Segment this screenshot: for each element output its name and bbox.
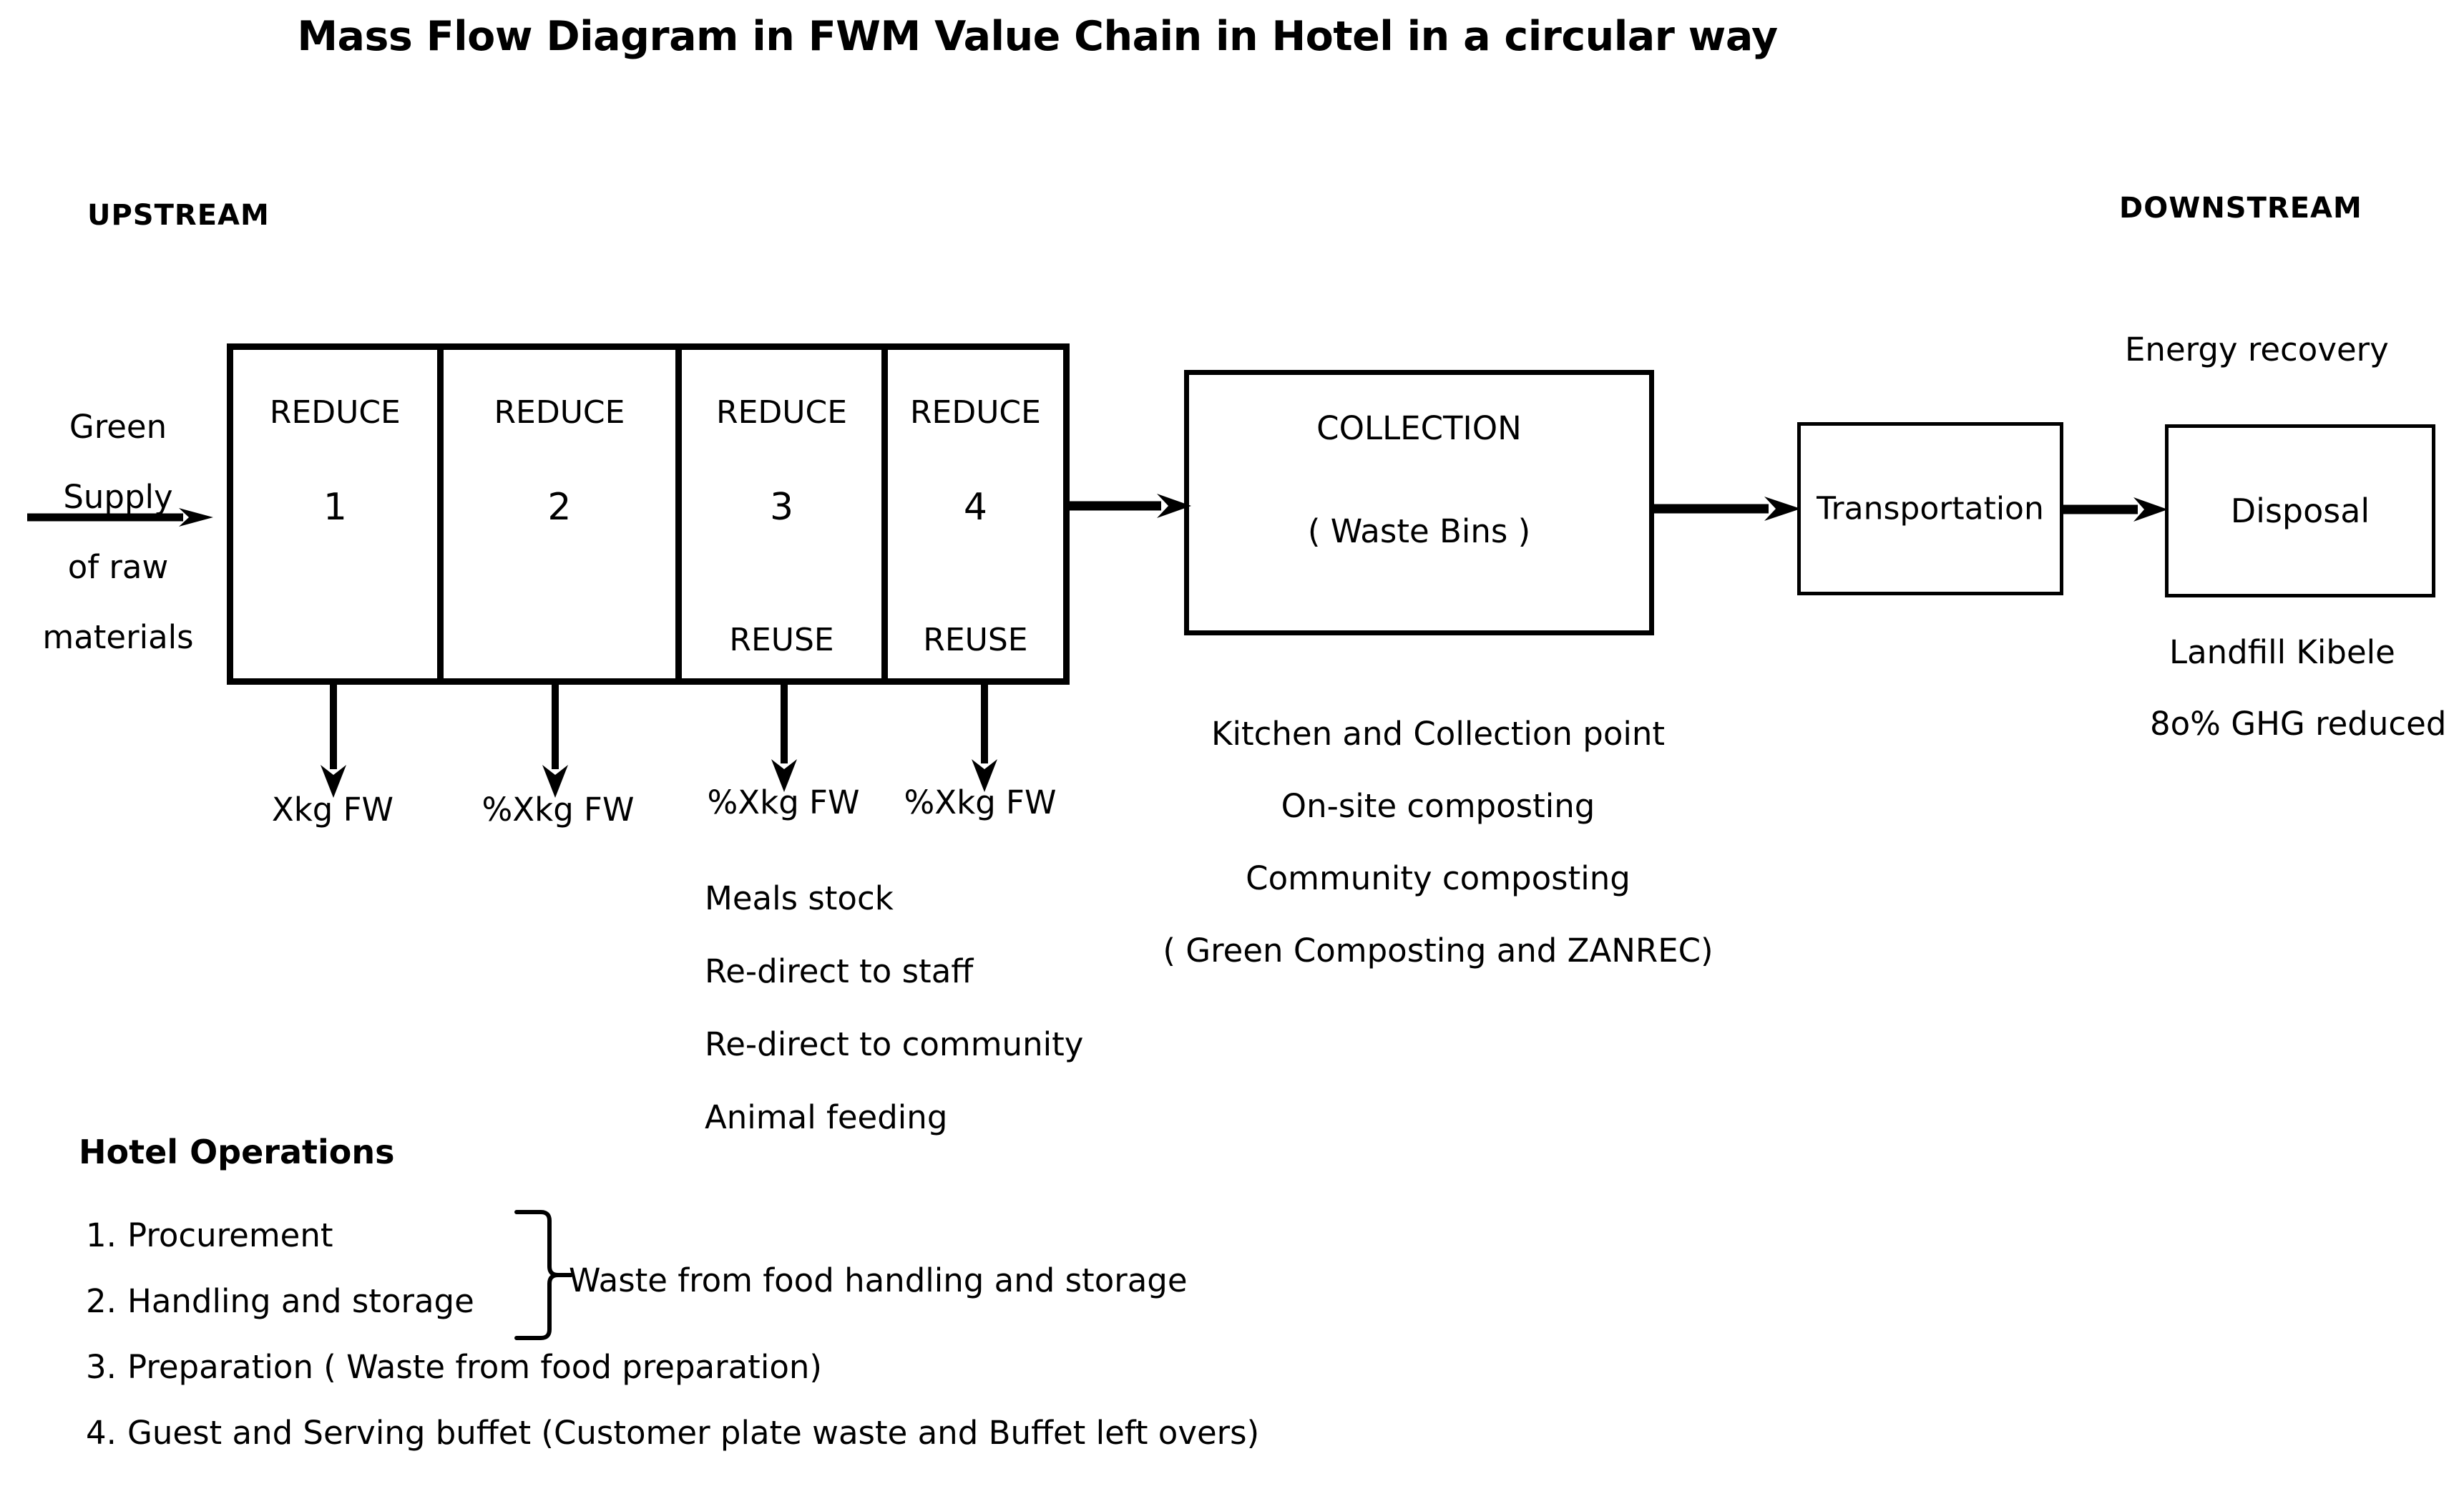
fw-output-label-3: %Xkg FW: [707, 783, 860, 821]
reuse-option-4: Animal feeding: [705, 1098, 948, 1136]
reduce-cell-3-subtitle: REUSE: [729, 622, 834, 658]
hotel-operations-list: 1. Procurement 2. Handling and storage 3. P…: [86, 1216, 1259, 1480]
hotel-operations-item-2: 2. Handling and storage: [86, 1282, 1259, 1348]
reduce-cell-4-subtitle: REUSE: [923, 622, 1028, 658]
hotel-operations-item-2-number: 2.: [86, 1282, 117, 1320]
hotel-operations-item-2-text: Handling and storage: [127, 1282, 474, 1320]
hotel-operations-item-4-number: 4.: [86, 1414, 117, 1452]
collection-title: COLLECTION: [1316, 409, 1522, 447]
hotel-operations-item-3-number: 3.: [86, 1348, 117, 1386]
input-line-2: Supply: [63, 478, 173, 516]
input-line-1: Green: [69, 408, 167, 446]
disposal-label: Disposal: [2230, 492, 2370, 530]
hotel-operations-item-3-text: Preparation ( Waste from food preparatio…: [127, 1348, 822, 1386]
fw-output-label-4: %Xkg FW: [904, 783, 1057, 821]
hotel-operations-item-1-number: 1.: [86, 1216, 117, 1254]
input-line-4: materials: [42, 618, 194, 656]
hotel-operations-item-4: 4. Guest and Serving buffet (Customer pla…: [86, 1414, 1259, 1480]
waste-arrow-3-icon: [771, 685, 797, 792]
reduce-cell-4-title: REDUCE: [909, 394, 1041, 431]
reuse-option-2: Re-direct to staff: [705, 952, 974, 990]
reduce-cell-3-number: 3: [770, 486, 794, 529]
reuse-option-1: Meals stock: [705, 879, 894, 917]
transportation-label: Transportation: [1817, 490, 2044, 527]
disposal-box[interactable]: Disposal: [2165, 424, 2435, 597]
hotel-operations-item-1: 1. Procurement: [86, 1216, 1259, 1282]
fw-output-label-2: %Xkg FW: [481, 791, 635, 829]
reduce-stage-group: REDUCE 1 REDUCE 2 REDUCE 3 REUSE REDUCE …: [227, 343, 1070, 685]
fw-output-label-1: Xkg FW: [271, 791, 394, 829]
flow-arrow-reduce-to-collection: [1070, 494, 1191, 518]
input-supply-label: Green Supply of raw materials: [29, 392, 207, 673]
reduce-cell-2-number: 2: [547, 486, 572, 529]
reduce-cell-2-title: REDUCE: [494, 394, 625, 431]
supply-arrow-icon: [27, 508, 213, 527]
transportation-box[interactable]: Transportation: [1797, 422, 2063, 595]
collection-note-3: Community composting: [1246, 859, 1631, 897]
hotel-operations-item-1-text: Procurement: [127, 1216, 333, 1254]
reuse-options-list: Meals stock Re-direct to staff Re-direct…: [705, 862, 1083, 1154]
reduce-cell-1-title: REDUCE: [269, 394, 401, 431]
waste-arrow-2-icon: [542, 685, 568, 798]
collection-notes-list: Kitchen and Collection point On-site com…: [1105, 698, 1771, 987]
flow-arrow-collection-to-transportation: [1654, 497, 1801, 521]
flow-arrow-transportation-to-disposal: [2063, 497, 2168, 522]
reduce-cell-4-number: 4: [963, 486, 987, 529]
waste-arrow-1-icon: [321, 685, 346, 798]
energy-recovery-note: Energy recovery: [2125, 331, 2389, 368]
landfill-note: Landfill Kibele: [2169, 633, 2395, 671]
reduce-cell-2[interactable]: REDUCE 2: [444, 350, 683, 678]
waste-arrow-4-icon: [972, 685, 997, 792]
hotel-operations-item-3: 3. Preparation ( Waste from food preparat…: [86, 1348, 1259, 1414]
input-line-3: of raw: [67, 548, 169, 586]
reduce-cell-4[interactable]: REDUCE 4 REUSE: [888, 350, 1063, 678]
collection-note-2: On-site composting: [1281, 787, 1595, 825]
collection-box[interactable]: COLLECTION ( Waste Bins ): [1184, 370, 1654, 635]
reduce-cell-1[interactable]: REDUCE 1: [233, 350, 444, 678]
downstream-label: DOWNSTREAM: [2119, 192, 2362, 225]
collection-note-1: Kitchen and Collection point: [1211, 715, 1666, 753]
collection-subtitle: ( Waste Bins ): [1307, 512, 1531, 550]
collection-note-4: ( Green Composting and ZANREC): [1163, 932, 1713, 970]
reduce-cell-3[interactable]: REDUCE 3 REUSE: [682, 350, 888, 678]
reuse-option-3: Re-direct to community: [705, 1025, 1084, 1063]
ghg-reduction-note: 8o% GHG reduced: [2150, 705, 2447, 743]
reduce-cell-3-title: REDUCE: [716, 394, 848, 431]
page-title: Mass Flow Diagram in FWM Value Chain in …: [297, 13, 1778, 60]
grouping-brace-icon: [514, 1210, 573, 1340]
upstream-label: UPSTREAM: [87, 199, 270, 232]
brace-note-label: Waste from food handling and storage: [569, 1261, 1188, 1299]
reduce-cell-1-number: 1: [323, 486, 347, 529]
hotel-operations-title: Hotel Operations: [79, 1133, 395, 1171]
hotel-operations-item-4-text: Guest and Serving buffet (Customer plate…: [127, 1414, 1260, 1452]
